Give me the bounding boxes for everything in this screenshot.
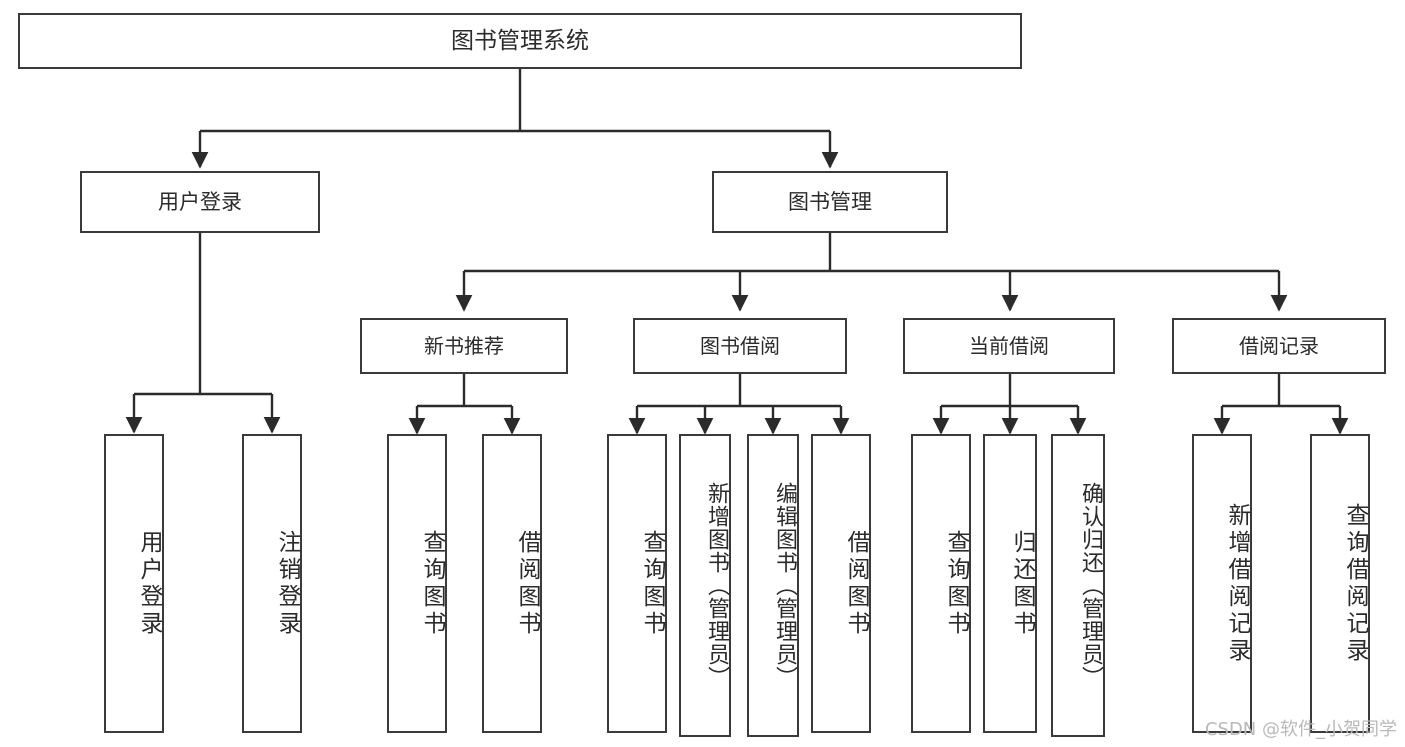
node-borrow-record-label: 借阅记录 bbox=[1239, 333, 1319, 358]
node-book-borrow-label: 图书借阅 bbox=[700, 333, 780, 358]
node-new-book-recommend[interactable]: 新书推荐 bbox=[360, 318, 568, 374]
leaf-logout[interactable]: 注销登录 bbox=[242, 434, 302, 733]
node-book-borrow[interactable]: 图书借阅 bbox=[633, 318, 847, 374]
node-user-login-label: 用户登录 bbox=[158, 189, 242, 214]
watermark: CSDN @软件_小贺同学 bbox=[1204, 719, 1397, 740]
leaf-user-login[interactable]: 用户登录 bbox=[104, 434, 164, 733]
leaf-add-book-admin[interactable]: 新增图书（管理员） bbox=[679, 434, 731, 737]
leaf-edit-book-admin-label: 编辑图书（管理员） bbox=[772, 482, 797, 689]
leaf-add-borrow-record[interactable]: 新增借阅记录 bbox=[1192, 434, 1252, 733]
leaf-query-book-current-label: 查询图书 bbox=[943, 529, 969, 638]
leaf-borrow-book-label: 借阅图书 bbox=[843, 529, 869, 638]
leaf-query-book-newbook[interactable]: 查询图书 bbox=[387, 434, 447, 733]
node-current-borrow[interactable]: 当前借阅 bbox=[903, 318, 1115, 374]
leaf-confirm-return-admin-label: 确认归还（管理员） bbox=[1078, 482, 1103, 689]
leaf-logout-label: 注销登录 bbox=[274, 529, 300, 638]
node-book-management-label: 图书管理 bbox=[788, 189, 872, 214]
leaf-query-book-current[interactable]: 查询图书 bbox=[911, 434, 971, 733]
leaf-query-borrow-record[interactable]: 查询借阅记录 bbox=[1310, 434, 1370, 733]
node-root-label: 图书管理系统 bbox=[451, 27, 589, 54]
leaf-edit-book-admin[interactable]: 编辑图书（管理员） bbox=[747, 434, 799, 737]
leaf-borrow-book-newbook-label: 借阅图书 bbox=[514, 529, 540, 638]
node-borrow-record[interactable]: 借阅记录 bbox=[1172, 318, 1386, 374]
leaf-borrow-book[interactable]: 借阅图书 bbox=[811, 434, 871, 733]
node-user-login[interactable]: 用户登录 bbox=[80, 171, 320, 233]
leaf-return-book[interactable]: 归还图书 bbox=[983, 434, 1037, 733]
node-book-management[interactable]: 图书管理 bbox=[712, 171, 948, 233]
leaf-borrow-book-newbook[interactable]: 借阅图书 bbox=[482, 434, 542, 733]
node-root[interactable]: 图书管理系统 bbox=[18, 13, 1022, 69]
leaf-query-book-borrow[interactable]: 查询图书 bbox=[607, 434, 667, 733]
leaf-user-login-label: 用户登录 bbox=[136, 529, 162, 638]
leaf-query-book-borrow-label: 查询图书 bbox=[639, 529, 665, 638]
node-current-borrow-label: 当前借阅 bbox=[969, 333, 1049, 358]
leaf-add-borrow-record-label: 新增借阅记录 bbox=[1224, 502, 1250, 665]
leaf-query-borrow-record-label: 查询借阅记录 bbox=[1342, 502, 1368, 665]
leaf-return-book-label: 归还图书 bbox=[1009, 529, 1035, 638]
leaf-query-book-newbook-label: 查询图书 bbox=[419, 529, 445, 638]
leaf-add-book-admin-label: 新增图书（管理员） bbox=[704, 482, 729, 689]
node-new-book-recommend-label: 新书推荐 bbox=[424, 333, 504, 358]
leaf-confirm-return-admin[interactable]: 确认归还（管理员） bbox=[1051, 434, 1105, 737]
